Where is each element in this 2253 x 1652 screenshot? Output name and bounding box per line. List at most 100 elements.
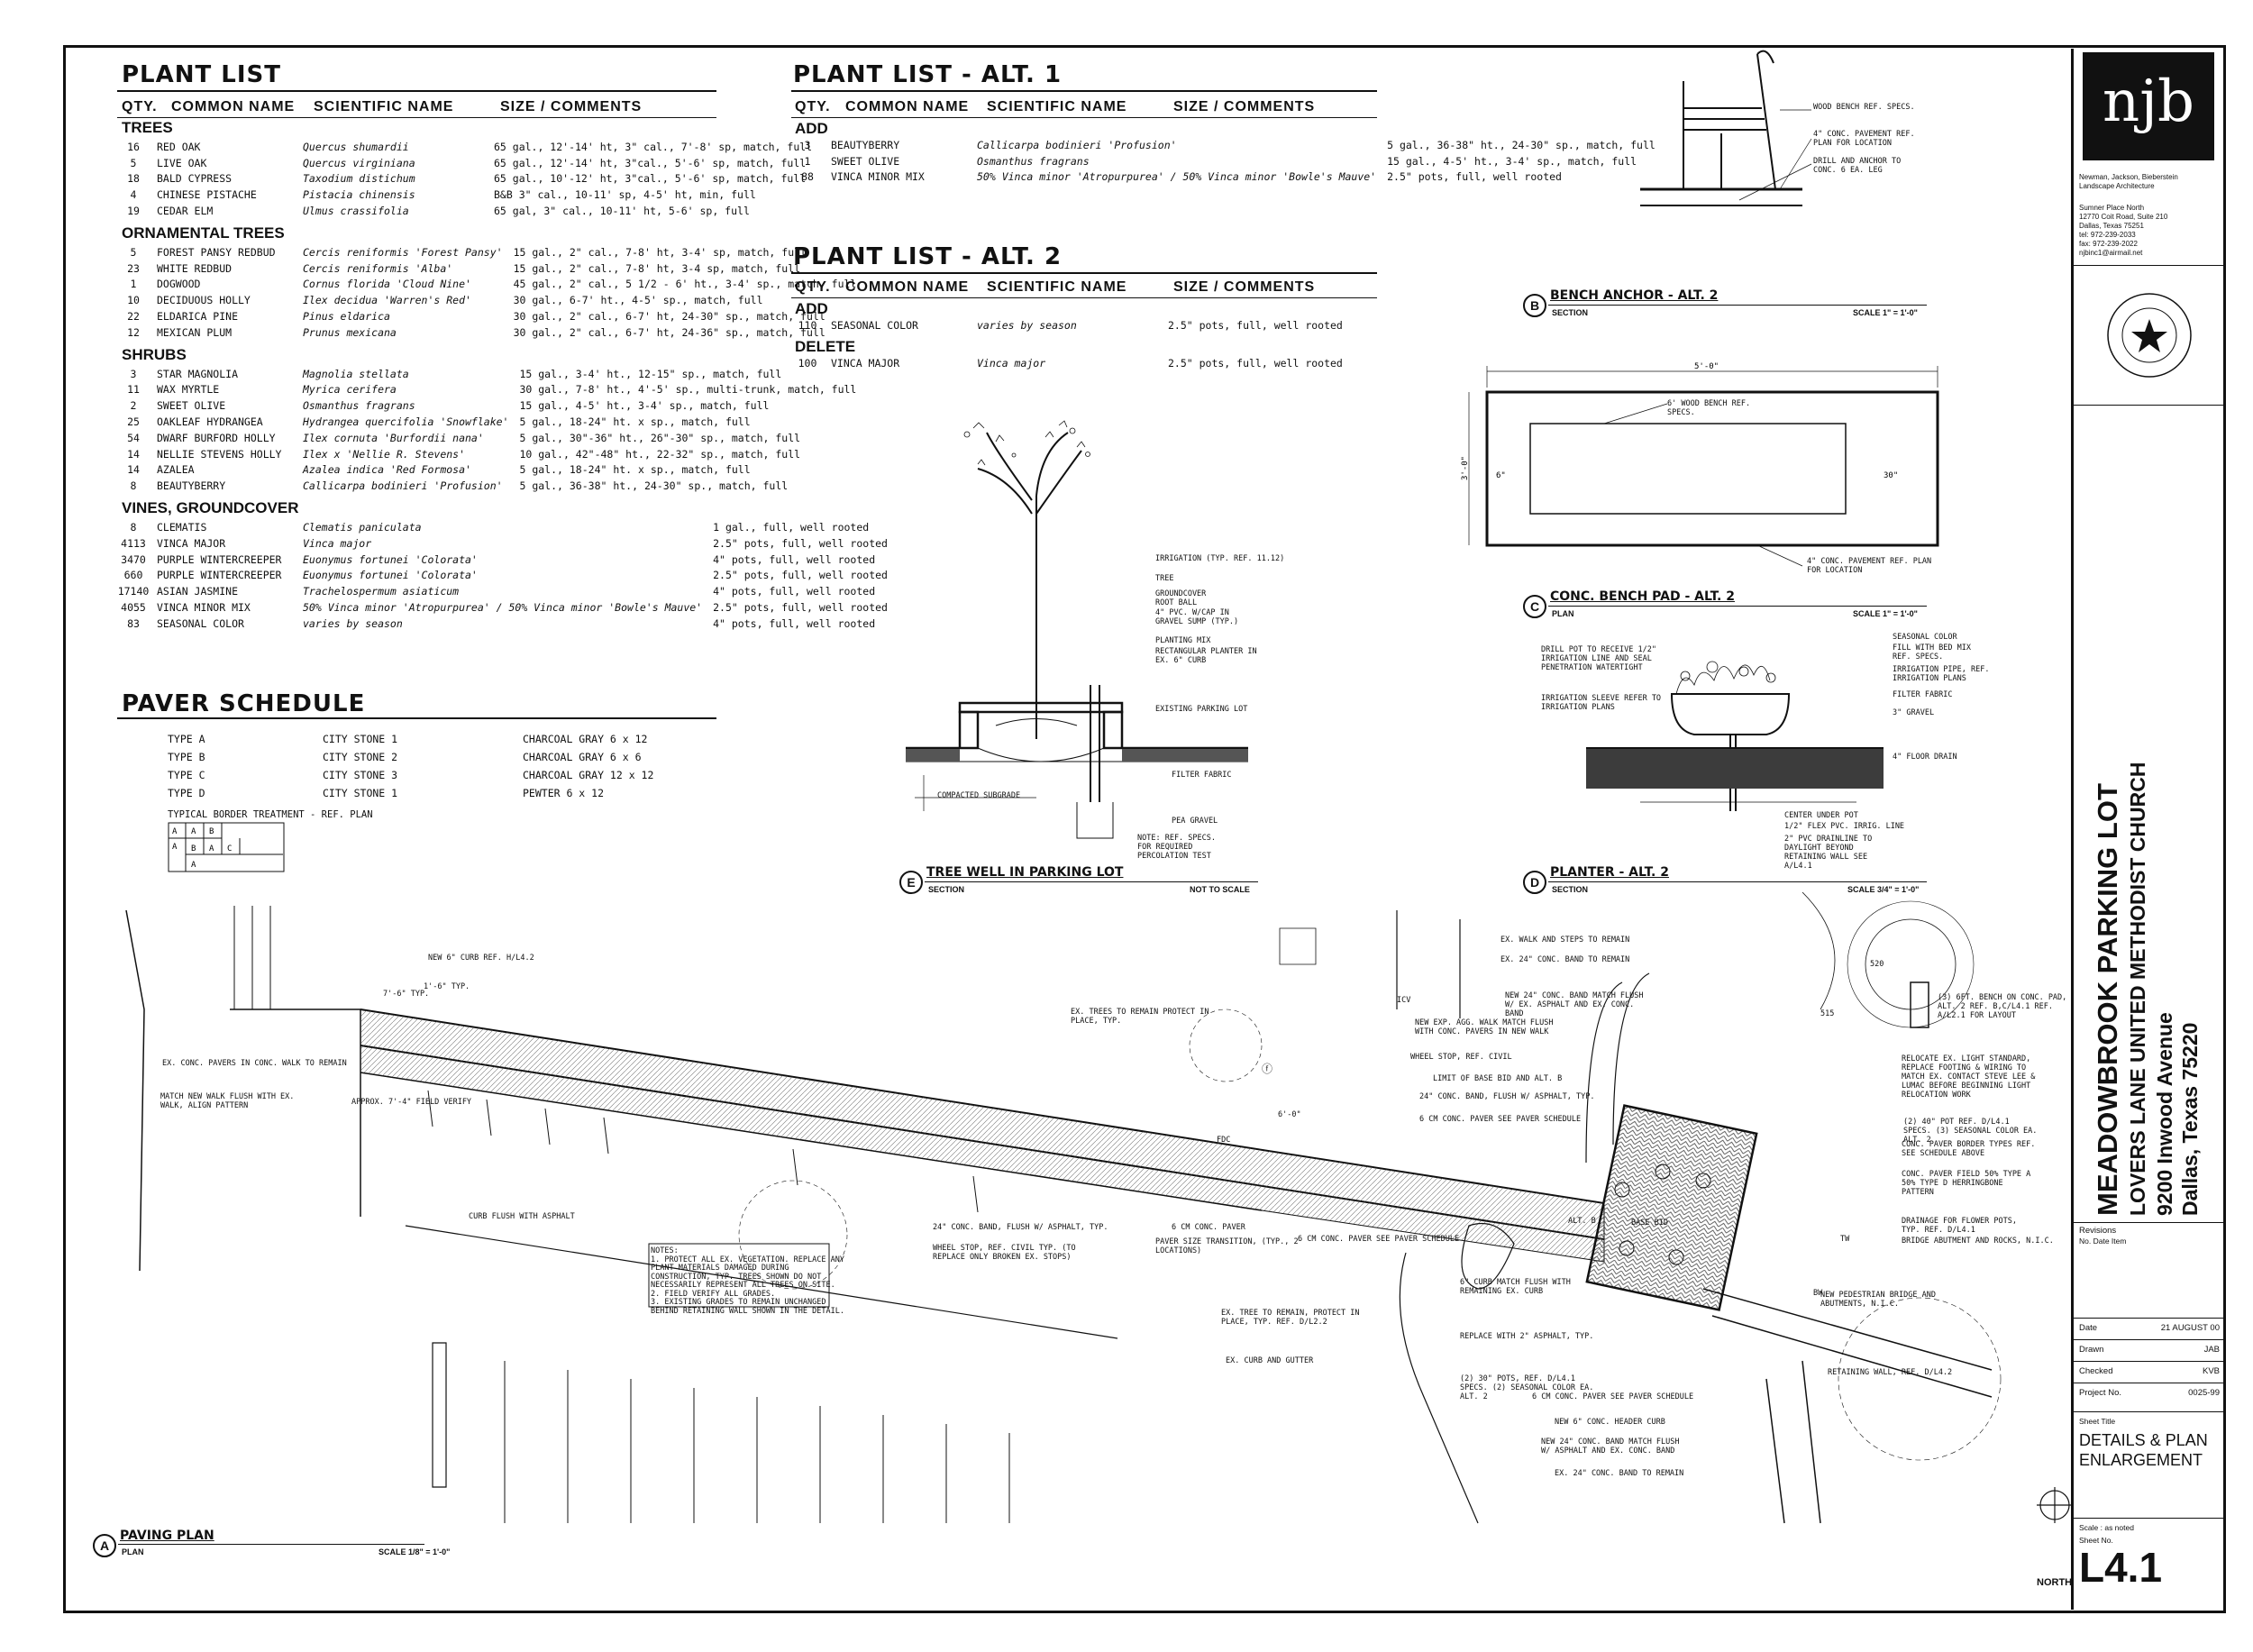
qty-cell: 11 <box>127 383 140 397</box>
planter-note: CENTER UNDER POT <box>1784 811 1858 820</box>
common-name-cell: SEASONAL COLOR <box>831 318 918 332</box>
plant-list-rule <box>117 90 716 92</box>
tree-well-note: RECTANGULAR PLANTER IN EX. 6" CURB <box>1155 647 1257 665</box>
project-no-value: 0025-99 <box>2188 1388 2220 1398</box>
scientific-name-cell: Callicarpa bodinieri 'Profusion' <box>977 138 1177 151</box>
border-cell: A <box>172 827 178 836</box>
common-name-cell: VINCA MINOR MIX <box>157 601 251 615</box>
bench-anchor-sub: SECTION <box>1552 308 1589 317</box>
paver-stone-cell: CITY STONE 1 <box>323 733 398 745</box>
border-cell: A <box>209 844 214 853</box>
common-name-cell: OAKLEAF HYDRANGEA <box>157 415 263 429</box>
plan-note-line: 1. PROTECT ALL EX. VEGETATION. REPLACE A… <box>651 1255 844 1264</box>
plan-dim: 6'-0" <box>1278 1110 1301 1119</box>
planter-note: IRRIGATION PIPE, REF. IRRIGATION PLANS <box>1893 665 1990 683</box>
plan-note-line: PLANT MATERIALS DAMAGED DURING <box>651 1264 789 1273</box>
plan-callout: ALT. B <box>1568 1217 1596 1226</box>
project-title: MEADOWBROOK PARKING LOT <box>2092 783 2123 1216</box>
paving-plan-title: PAVING PLAN <box>120 1529 214 1543</box>
size-header: SIZE / COMMENTS <box>500 99 643 114</box>
category-heading: TREES <box>122 119 173 136</box>
plan-callout: 24" CONC. BAND, FLUSH W/ ASPHALT, TYP. <box>933 1223 1108 1232</box>
plan-note-line: CONSTRUCTION, TYP. TREES SHOWN DO NOT <box>651 1272 822 1282</box>
address-line: 12770 Coit Road, Suite 210 <box>2079 213 2168 221</box>
planter-note: IRRIGATION SLEEVE REFER TO IRRIGATION PL… <box>1541 694 1662 712</box>
qty-cell: 2 <box>130 399 137 413</box>
common-name-cell: AZALEA <box>157 463 195 477</box>
planter-sub: SECTION <box>1552 885 1589 894</box>
size-cell: 5 gal., 18-24" ht. x sp., match, full <box>519 415 751 429</box>
plan-callout: TW <box>1840 1235 1850 1244</box>
plan-callout: NEW 6" CURB REF. H/L4.2 <box>428 954 534 963</box>
pad-dim: 5'-0" <box>1694 362 1719 371</box>
plan-callout: EX. 24" CONC. BAND TO REMAIN <box>1500 955 1630 964</box>
plan-callout: 6 CM CONC. PAVER <box>1172 1223 1245 1232</box>
plan-callout: (2) 30" POTS, REF. D/L4.1 SPECS. (2) SEA… <box>1460 1374 1594 1401</box>
address-line: Sumner Place North <box>2079 204 2145 212</box>
plan-dim: 7'-6" TYP. <box>383 990 430 999</box>
plan-callout: RELOCATE EX. LIGHT STANDARD, REPLACE FOO… <box>1902 1054 2036 1100</box>
paver-color-cell: CHARCOAL GRAY 12 x 12 <box>523 769 654 781</box>
sheet-title-line-2: ENLARGEMENT <box>2079 1451 2203 1469</box>
registration-seal-icon <box>2107 293 2192 378</box>
bench-pad-title: CONC. BENCH PAD - ALT. 2 <box>1550 589 1735 604</box>
plan-note-line: 2. FIELD VERIFY ALL GRADES. <box>651 1289 776 1299</box>
qty-cell: 110 <box>798 318 817 332</box>
plan-callout: CURB FLUSH WITH ASPHALT <box>469 1212 575 1221</box>
qty-cell: 3 <box>130 367 137 380</box>
address-line: tel: 972-239-2033 <box>2079 231 2136 239</box>
north-label: NORTH <box>2037 1577 2073 1588</box>
plan-callout: WHEEL STOP, REF. CIVIL <box>1410 1053 1512 1062</box>
plan-callout: 6" CURB MATCH FLUSH WITH REMAINING EX. C… <box>1460 1278 1571 1296</box>
paver-color-cell: CHARCOAL GRAY 6 x 6 <box>523 751 642 763</box>
bench-pad-note: 4" CONC. PAVEMENT REF. PLAN FOR LOCATION <box>1807 557 1932 575</box>
plan-callout: EX. TREES TO REMAIN PROTECT IN PLACE, TY… <box>1071 1008 1209 1026</box>
paver-stone-cell: CITY STONE 1 <box>323 787 398 799</box>
scientific-name-cell: Cercis reniformis 'Forest Pansy' <box>303 245 503 259</box>
drawn-value: JAB <box>2203 1345 2220 1355</box>
scientific-name-cell: 50% Vinca minor 'Atropurpurea' / 50% Vin… <box>977 170 1377 184</box>
plan-callout: MATCH NEW WALK FLUSH WITH EX. WALK, ALIG… <box>160 1092 295 1110</box>
qty-cell: 660 <box>123 569 143 582</box>
planter-note: 4" FLOOR DRAIN <box>1893 753 1957 762</box>
scientific-name-cell: Ilex cornuta 'Burfordii nana' <box>303 431 484 444</box>
plan-callout: REPLACE WITH 2" ASPHALT, TYP. <box>1460 1332 1594 1341</box>
size-cell: 65 gal., 12'-14' ht, 3"cal., 5'-6' sp, m… <box>494 156 807 169</box>
plan-callout: BASE BID <box>1631 1218 1668 1228</box>
plan-callout: ICV <box>1397 996 1411 1005</box>
size-cell: 30 gal., 6-7' ht., 4-5' sp., match, full <box>513 294 763 307</box>
plan-callout: APPROX. 7'-4" FIELD VERIFY <box>351 1098 472 1107</box>
planter-title: PLANTER - ALT. 2 <box>1550 865 1669 880</box>
bench-anchor-drawing <box>1640 50 1812 206</box>
scientific-name-cell: Osmanthus fragrans <box>303 399 415 413</box>
tree-well-note: TREE <box>1155 574 1174 583</box>
scientific-name-cell: Pinus eldarica <box>303 310 390 324</box>
paving-plan-drawing: ⓕ <box>125 892 2073 1524</box>
scientific-name-cell: Osmanthus fragrans <box>977 154 1090 168</box>
bench-pad-drawing: 5'-0" 6" 30" 3'-0" <box>1461 362 1939 567</box>
sheet-no-label: Sheet No. <box>2079 1536 2113 1545</box>
pad-dim: 6" <box>1496 471 1506 480</box>
category-heading: VINES, GROUNDCOVER <box>122 499 299 517</box>
planter-note: 1/2" FLEX PVC. IRRIG. LINE <box>1784 822 1905 831</box>
border-cell: C <box>227 844 232 853</box>
alt2-size-header: SIZE / COMMENTS <box>1173 279 1316 295</box>
scientific-name-cell: varies by season <box>977 318 1077 332</box>
qty-cell: 23 <box>127 261 140 275</box>
qty-cell: 4 <box>130 188 137 202</box>
scientific-name-cell: 50% Vinca minor 'Atropurpurea' / 50% Vin… <box>303 601 703 615</box>
qty-cell: 8 <box>130 479 137 493</box>
paver-type-cell: TYPE A <box>168 733 205 745</box>
firm-name: Newman, Jackson, Bieberstein <box>2079 173 2178 181</box>
